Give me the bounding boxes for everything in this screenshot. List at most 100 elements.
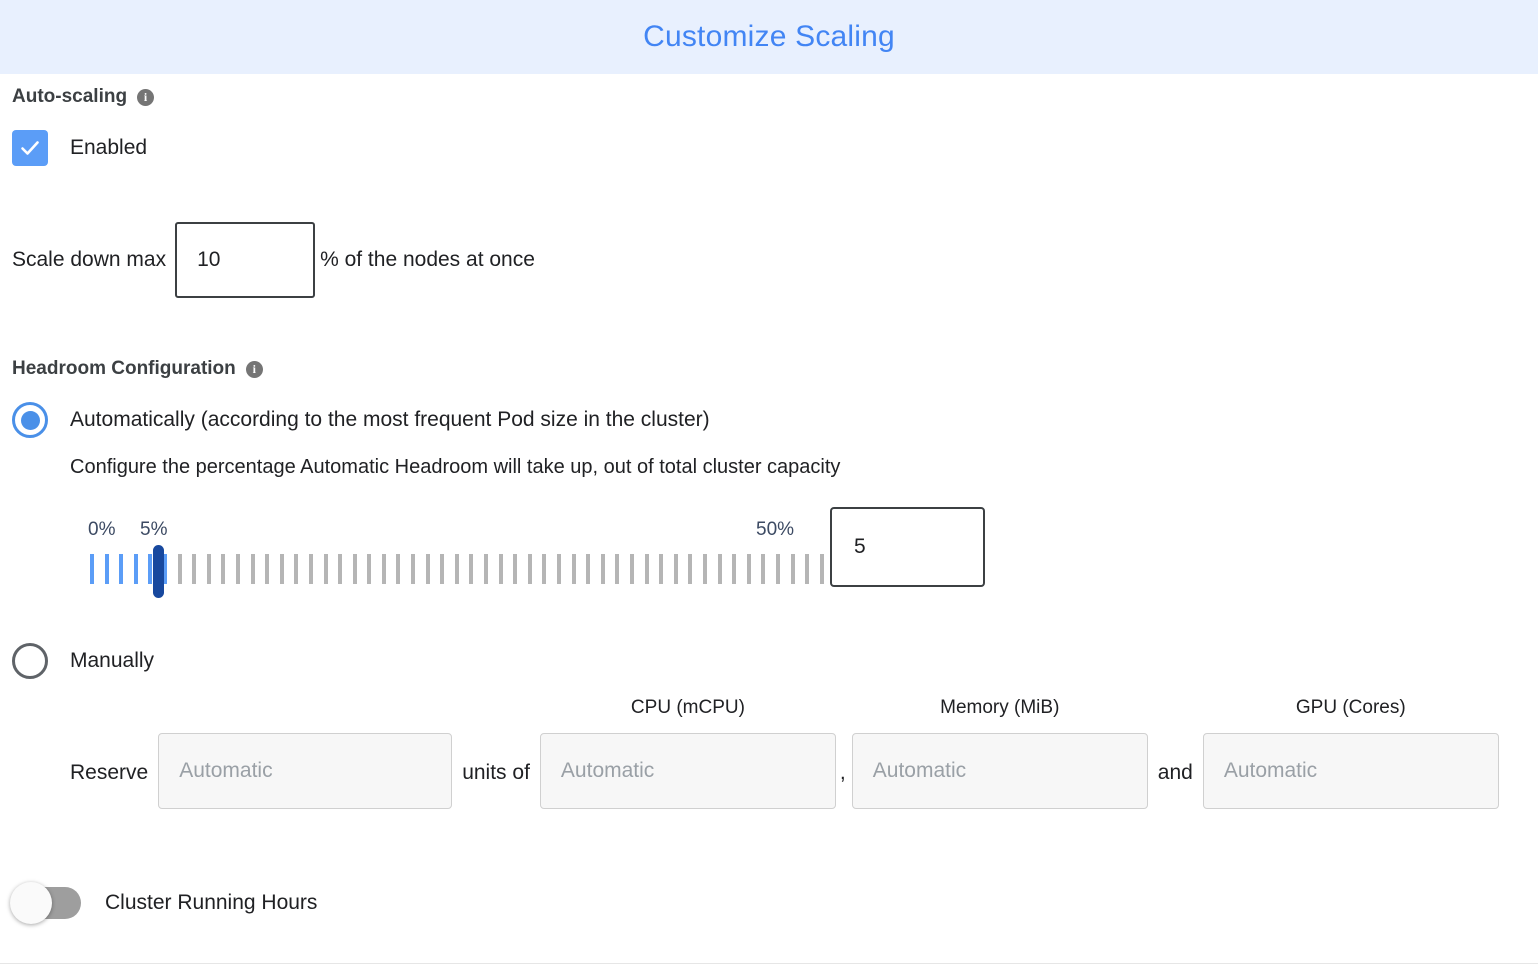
gpu-group: GPU (Cores) Automatic bbox=[1202, 697, 1499, 809]
headroom-slider-area: 0% 5% 50% 5 bbox=[12, 507, 1526, 619]
info-icon[interactable]: i bbox=[245, 360, 263, 378]
page-title: Customize Scaling bbox=[643, 20, 895, 53]
and-separator: and bbox=[1157, 761, 1193, 784]
radio-manually-label: Manually bbox=[70, 649, 155, 672]
scale-down-max-row: Scale down max 10 % of the nodes at once bbox=[12, 222, 1526, 298]
slider-tick bbox=[659, 554, 664, 584]
slider-tick bbox=[732, 554, 737, 584]
cluster-running-hours-label: Cluster Running Hours bbox=[105, 891, 318, 914]
auto-scaling-section: Auto-scaling i Enabled bbox=[12, 86, 1526, 166]
slider-tick bbox=[133, 554, 138, 584]
headroom-automatic-row[interactable]: Automatically (according to the most fre… bbox=[12, 402, 1526, 438]
slider-tick bbox=[557, 554, 561, 584]
radio-manually[interactable] bbox=[12, 643, 48, 679]
slider-tick bbox=[338, 554, 343, 584]
toggle-knob bbox=[10, 882, 52, 924]
slider-tick bbox=[221, 554, 226, 584]
enabled-label: Enabled bbox=[70, 136, 148, 159]
slider-tick bbox=[352, 554, 357, 584]
radio-automatic[interactable] bbox=[12, 402, 48, 438]
headroom-label: Headroom Configuration bbox=[12, 358, 236, 379]
headroom-manual-row[interactable]: Manually bbox=[12, 643, 1526, 679]
reserve-row: Reserve Automatic units of CPU (mCPU) Au… bbox=[12, 697, 1526, 809]
reserve-label: Reserve bbox=[70, 761, 149, 784]
dialog-header: Customize Scaling bbox=[0, 0, 1538, 74]
slider-tick-labels: 0% 5% 50% bbox=[78, 519, 818, 545]
slider-tick bbox=[192, 554, 197, 584]
headroom-percent-input[interactable]: 5 bbox=[830, 507, 985, 587]
cpu-input[interactable]: Automatic bbox=[539, 733, 836, 809]
scale-down-max-input[interactable]: 10 bbox=[175, 222, 316, 298]
slider-tick bbox=[586, 554, 591, 584]
slider-tick bbox=[819, 554, 824, 584]
cpu-group: CPU (mCPU) Automatic bbox=[539, 697, 836, 809]
auto-scaling-enabled-row[interactable]: Enabled bbox=[12, 130, 1526, 166]
memory-input[interactable]: Automatic bbox=[851, 733, 1148, 809]
check-icon bbox=[21, 141, 39, 155]
slider-tick bbox=[308, 554, 313, 584]
memory-group: Memory (MiB) Automatic bbox=[851, 697, 1148, 809]
headroom-manual-section: Manually Reserve Automatic units of CPU … bbox=[12, 643, 1526, 809]
cpu-caption: CPU (mCPU) bbox=[630, 697, 745, 718]
slider-tick bbox=[673, 554, 678, 584]
auto-scaling-heading: Auto-scaling i bbox=[12, 86, 1526, 108]
scale-down-max-value: 10 bbox=[197, 248, 221, 271]
slider-tick bbox=[440, 554, 445, 584]
slider-tick bbox=[396, 554, 401, 584]
units-of-label: units of bbox=[462, 761, 530, 784]
headroom-automatic-help: Configure the percentage Automatic Headr… bbox=[70, 456, 841, 478]
slider-tick bbox=[717, 554, 722, 584]
slider-tick bbox=[381, 554, 386, 584]
slider-tick bbox=[571, 554, 576, 584]
reserve-units-input[interactable]: Automatic bbox=[158, 733, 453, 809]
slider-tick bbox=[702, 554, 707, 584]
headroom-percent-value: 5 bbox=[854, 535, 866, 558]
slider-current-label: 5% bbox=[140, 519, 168, 540]
slider-tick bbox=[250, 554, 255, 584]
slider-tick bbox=[279, 554, 284, 584]
enabled-checkbox[interactable] bbox=[12, 130, 48, 166]
slider-tick bbox=[775, 554, 780, 584]
bottom-divider bbox=[0, 963, 1538, 964]
slider-tick bbox=[688, 554, 693, 584]
slider-tick bbox=[454, 554, 459, 584]
reserve-units-group: Automatic bbox=[158, 697, 453, 809]
slider-tick bbox=[367, 554, 372, 584]
gpu-input[interactable]: Automatic bbox=[1202, 733, 1499, 809]
radio-automatic-dot bbox=[20, 410, 40, 430]
comma-separator: , bbox=[839, 761, 846, 784]
slider-tick bbox=[629, 554, 634, 584]
slider-thumb[interactable] bbox=[153, 545, 164, 598]
slider-tick bbox=[425, 554, 430, 584]
slider-tick bbox=[235, 554, 240, 584]
slider-tick bbox=[104, 554, 109, 584]
settings-content: Auto-scaling i Enabled Scale down max 10… bbox=[0, 86, 1538, 924]
slider-tick bbox=[600, 554, 605, 584]
slider-tick bbox=[527, 554, 532, 584]
headroom-configuration-section: Headroom Configuration i Automatically (… bbox=[12, 358, 1526, 809]
slider-tick bbox=[644, 554, 649, 584]
slider-tick bbox=[761, 554, 766, 584]
cluster-running-hours-toggle[interactable] bbox=[10, 882, 81, 924]
slider-max-label: 50% bbox=[756, 519, 795, 540]
slider-tick bbox=[148, 554, 153, 584]
headroom-heading: Headroom Configuration i bbox=[12, 358, 1526, 380]
info-icon[interactable]: i bbox=[137, 88, 155, 106]
slider-tick bbox=[323, 554, 328, 584]
slider-tick bbox=[805, 554, 810, 584]
slider-tick bbox=[294, 554, 299, 584]
slider-tick bbox=[162, 554, 167, 584]
slider-tick bbox=[119, 554, 124, 584]
auto-scaling-label: Auto-scaling bbox=[12, 86, 128, 107]
memory-caption: Memory (MiB) bbox=[940, 697, 1060, 718]
slider-tick bbox=[615, 554, 620, 584]
headroom-slider[interactable] bbox=[78, 545, 824, 598]
slider-min-label: 0% bbox=[88, 519, 116, 540]
slider-tick bbox=[746, 554, 751, 584]
slider-tick bbox=[411, 554, 416, 584]
slider-tick bbox=[484, 554, 489, 584]
cluster-running-hours-row[interactable]: Cluster Running Hours bbox=[10, 882, 1526, 924]
scale-down-max-label: Scale down max bbox=[12, 248, 167, 271]
radio-automatic-label: Automatically (according to the most fre… bbox=[70, 408, 710, 431]
slider-tick bbox=[790, 554, 795, 584]
